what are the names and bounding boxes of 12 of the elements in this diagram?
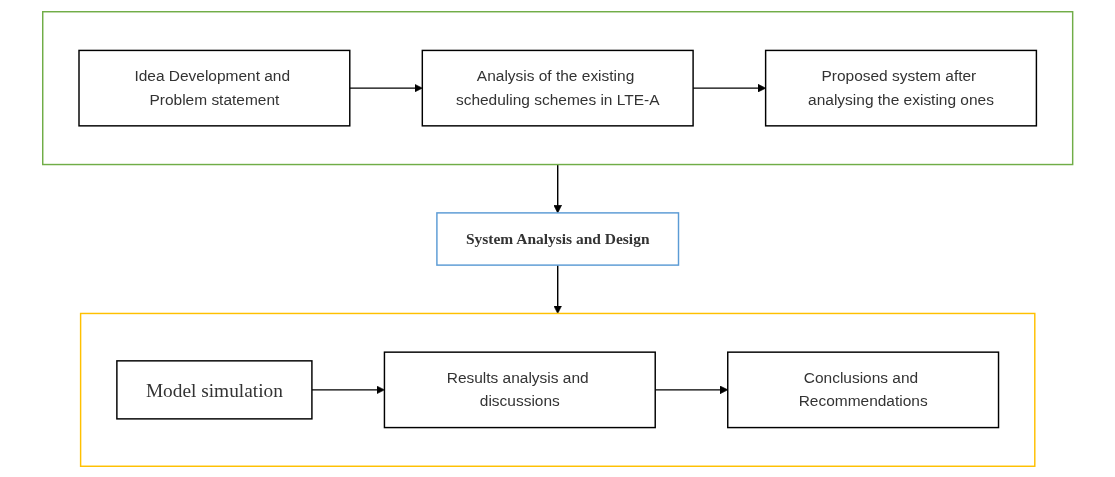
cluster	[79, 312, 1036, 467]
node-box: Proposed system after analysing the existing ones	[764, 49, 1037, 127]
arrow	[692, 83, 766, 92]
node-box: Analysis of the existing scheduling schemes in LTE-A	[421, 49, 694, 127]
node-box: Idea Development and Problem statement	[78, 49, 351, 127]
node-box: System Analysis and Design	[435, 211, 680, 266]
node-box: Model simulation	[115, 359, 313, 420]
node-box: Conclusions and Recommendations	[726, 350, 1000, 428]
arrow	[553, 163, 562, 213]
arrow	[553, 263, 562, 314]
cluster	[41, 10, 1074, 165]
node-box: Results analysis and discussions	[383, 350, 656, 428]
